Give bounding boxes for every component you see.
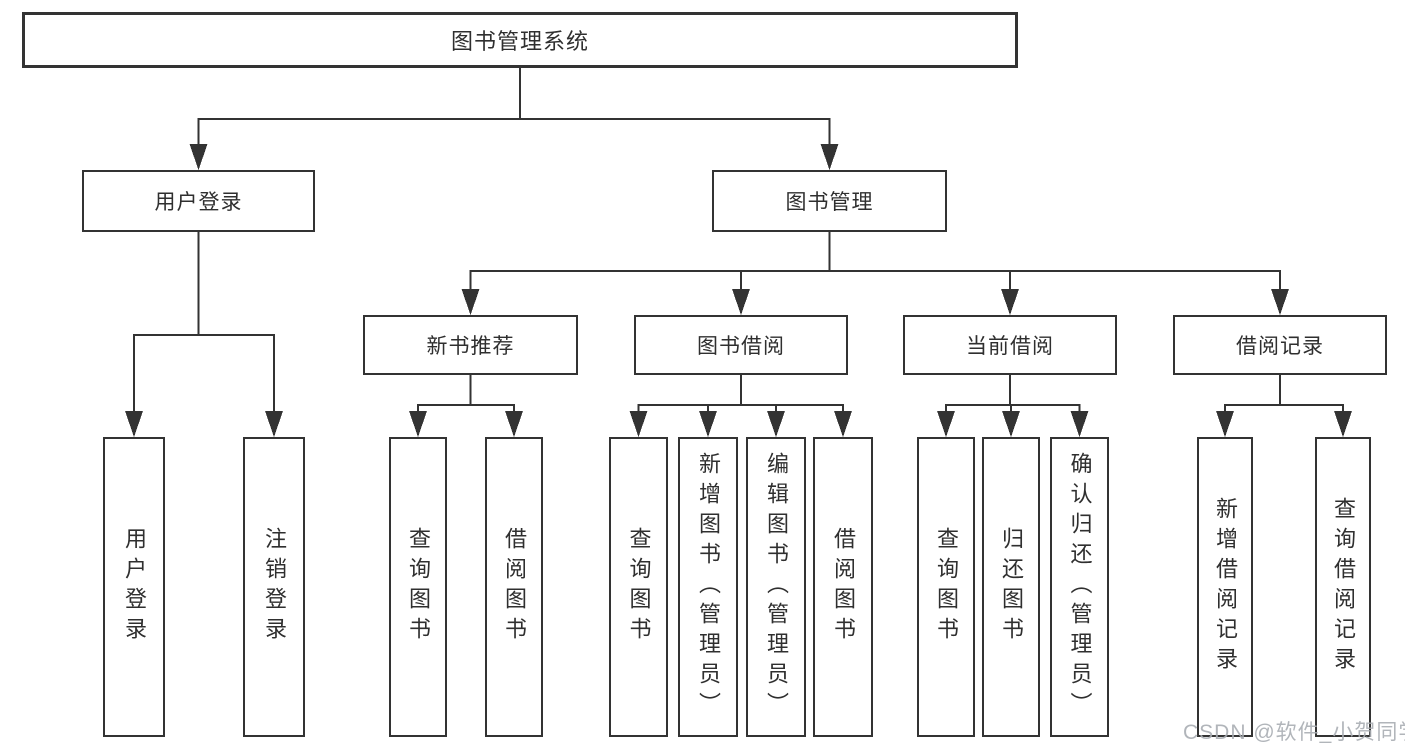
arrowhead: [767, 411, 785, 437]
leaf-query-books-3: 查询图书: [917, 437, 975, 737]
node-current-borrowing: 当前借阅: [903, 315, 1117, 375]
leaf-confirm-return-admin: 确认归还（管理员）: [1050, 437, 1109, 737]
node-root-library-system: 图书管理系统: [22, 12, 1018, 68]
arrowhead: [125, 411, 143, 437]
arrowhead: [461, 289, 480, 315]
node-label: 编辑图书（管理员）: [764, 452, 789, 722]
node-label: 借阅图书: [502, 527, 527, 647]
leaf-query-books-2: 查询图书: [609, 437, 668, 737]
node-label: 新增图书（管理员）: [696, 452, 721, 722]
node-label: 新书推荐: [426, 335, 515, 358]
arrowhead: [629, 411, 648, 437]
node-book-management: 图书管理: [712, 170, 947, 232]
node-label: 借阅记录: [1236, 335, 1324, 358]
leaf-logout: 注销登录: [243, 437, 305, 737]
node-label: 查询借阅记录: [1331, 497, 1356, 677]
arrowhead: [1070, 411, 1089, 437]
node-label: 当前借阅: [966, 335, 1054, 358]
connector-new-book-rec-to-leaves: [409, 375, 523, 437]
node-label: 注销登录: [262, 527, 287, 647]
connector-book-mgmt-to-level3: [461, 232, 1289, 315]
leaf-edit-book-admin: 编辑图书（管理员）: [746, 437, 806, 737]
arrowhead: [1271, 289, 1289, 315]
connector-current-borrow-to-leaves: [937, 375, 1089, 437]
arrowhead: [265, 411, 283, 437]
node-label: 新增借阅记录: [1213, 497, 1238, 677]
node-label: 图书借阅: [697, 335, 785, 358]
arrowhead: [732, 289, 750, 315]
node-label: 查询图书: [626, 527, 652, 647]
node-label: 借阅图书: [831, 527, 856, 647]
node-label: 用户登录: [154, 191, 243, 214]
arrowhead: [1001, 289, 1019, 315]
node-label: 图书管理: [785, 191, 874, 214]
arrowhead: [189, 144, 208, 170]
arrowhead: [1216, 411, 1234, 437]
connector-borrow-records-to-leaves: [1216, 375, 1352, 437]
leaf-borrow-books-1: 借阅图书: [485, 437, 543, 737]
arrowhead: [820, 144, 839, 170]
node-label: 图书管理系统: [450, 29, 589, 54]
leaf-borrow-books-2: 借阅图书: [813, 437, 873, 737]
node-user-login: 用户登录: [82, 170, 315, 232]
node-label: 确认归还（管理员）: [1067, 452, 1093, 722]
connector-book-borrow-to-leaves: [629, 375, 852, 437]
node-book-borrowing: 图书借阅: [634, 315, 848, 375]
leaf-return-book: 归还图书: [982, 437, 1040, 737]
connector-root-to-level2: [189, 68, 839, 170]
arrowhead: [505, 411, 523, 437]
watermark: CSDN @软件_小贺同学: [1183, 721, 1405, 744]
node-borrowing-records: 借阅记录: [1173, 315, 1387, 375]
connector-user-login-to-leaves: [125, 232, 283, 437]
leaf-user-login: 用户登录: [103, 437, 165, 737]
arrowhead: [1002, 411, 1020, 437]
node-label: 查询图书: [934, 527, 959, 647]
leaf-query-borrow-record: 查询借阅记录: [1315, 437, 1371, 737]
node-label: 归还图书: [999, 527, 1024, 647]
leaf-query-books-1: 查询图书: [389, 437, 447, 737]
arrowhead: [937, 411, 955, 437]
arrowhead: [699, 411, 717, 437]
leaf-add-book-admin: 新增图书（管理员）: [678, 437, 738, 737]
arrowhead: [1334, 411, 1352, 437]
arrowhead: [834, 411, 852, 437]
leaf-add-borrow-record: 新增借阅记录: [1197, 437, 1253, 737]
node-label: 查询图书: [406, 527, 431, 647]
node-label: 用户登录: [122, 527, 147, 647]
arrowhead: [409, 411, 427, 437]
node-new-book-recommend: 新书推荐: [363, 315, 578, 375]
